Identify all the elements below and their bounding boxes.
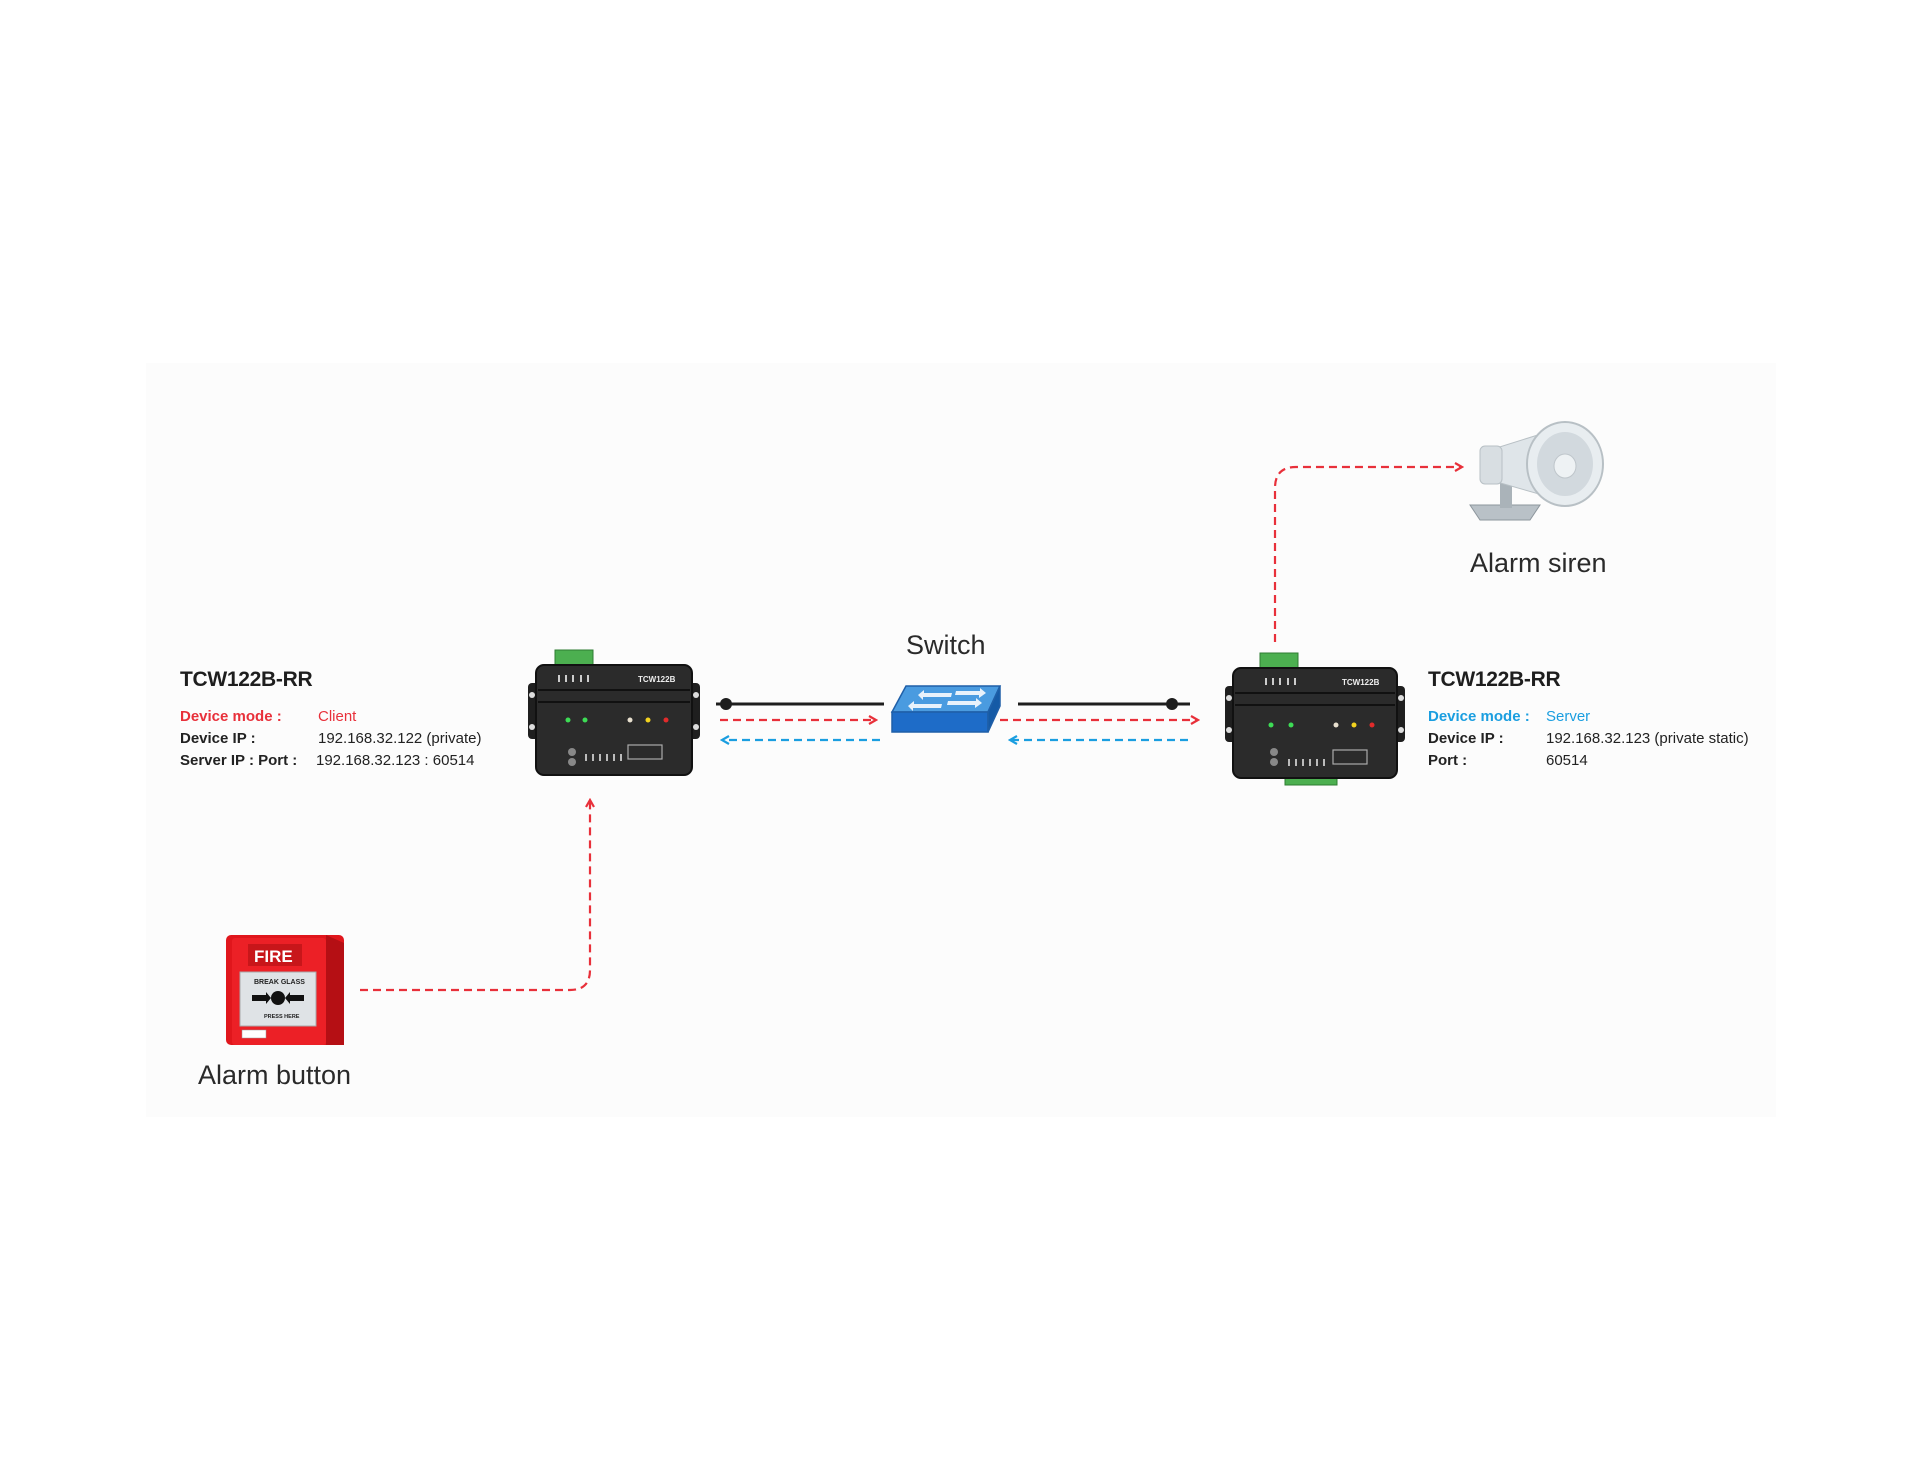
- server-port-key: Port :: [1428, 752, 1468, 769]
- alarm-button-label: Alarm button: [198, 1060, 352, 1090]
- server-device-image: TCW122B: [1225, 652, 1405, 786]
- link-endpoint-dot: [1166, 698, 1178, 710]
- fire-label: FIRE: [254, 947, 293, 966]
- server-port-value: 60514: [1546, 752, 1588, 769]
- link-endpoint-dot: [720, 698, 732, 710]
- server-ip-value: 192.168.32.123 (private static): [1546, 730, 1749, 747]
- client-mode-value: Client: [318, 708, 357, 725]
- server-device-model-label: TCW122B: [1342, 678, 1380, 687]
- trigger-arrow-button-to-client: [360, 800, 590, 992]
- client-device-image: TCW122B: [528, 649, 700, 776]
- server-device-info: TCW122B-RR Device mode : Server Device IP…: [1428, 668, 1749, 772]
- switch-label: Switch: [906, 630, 986, 660]
- network-switch-icon: [890, 685, 1002, 733]
- alarm-siren-icon: [1469, 421, 1604, 521]
- client-device-info: TCW122B-RR Device mode : Client Device IP…: [180, 668, 481, 772]
- break-glass-label: BREAK GLASS: [254, 979, 305, 986]
- client-ip-value: 192.168.32.122 (private): [318, 730, 482, 747]
- server-device-title: TCW122B-RR: [1428, 668, 1561, 691]
- server-mode-key: Device mode :: [1428, 708, 1530, 725]
- press-here-label: PRESS HERE: [264, 1014, 300, 1020]
- trigger-arrow-server-to-siren: [1273, 467, 1462, 642]
- fire-alarm-button-icon: FIRE BREAK GLASS PRESS HERE: [226, 935, 344, 1045]
- server-mode-value: Server: [1546, 708, 1591, 725]
- server-ip-key: Device IP :: [1428, 730, 1504, 747]
- client-ip-key: Device IP :: [180, 730, 256, 747]
- alarm-siren-label: Alarm siren: [1470, 548, 1607, 578]
- client-server-key: Server IP : Port :: [180, 752, 298, 769]
- client-server-value: 192.168.32.123 : 60514: [316, 752, 475, 769]
- client-device-title: TCW122B-RR: [180, 668, 313, 691]
- client-device-model-label: TCW122B: [638, 675, 676, 684]
- client-mode-key: Device mode :: [180, 708, 282, 725]
